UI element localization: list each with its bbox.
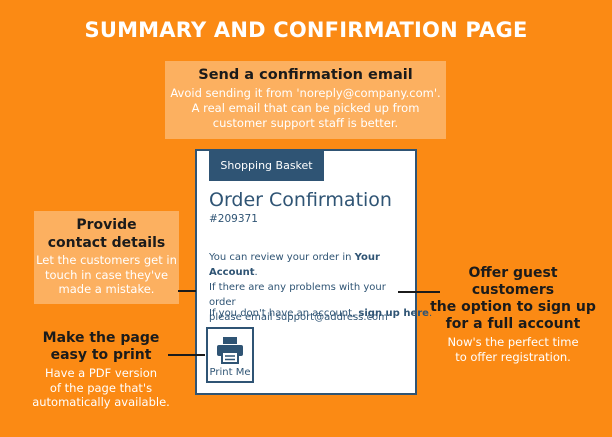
callout-easy-print: Make the page easy to print Have a PDF v… <box>30 330 172 410</box>
callout-line: customer support staff is better. <box>212 116 399 130</box>
print-me-button[interactable]: Print Me <box>206 327 254 383</box>
problems-line: If there are any problems with your orde… <box>209 282 386 308</box>
connector-line <box>398 291 440 293</box>
order-number: #209371 <box>209 213 258 225</box>
callout-body: Let the customers get in touch in case t… <box>34 253 179 297</box>
callout-heading-line: Offer guest customers <box>468 265 558 298</box>
review-suffix: . <box>254 267 258 278</box>
callout-contact-details: Provide contact details Let the customer… <box>34 211 179 304</box>
signup-suffix: . <box>428 308 433 319</box>
callout-heading-line: Make the page <box>42 330 160 346</box>
callout-line: Have a PDF version <box>44 366 158 380</box>
signup-text: If you don't have an account, sign up he… <box>209 308 432 319</box>
callout-confirmation-email: Send a confirmation email Avoid sending … <box>165 61 446 139</box>
print-label: Print Me <box>209 367 251 378</box>
order-confirmation-card: Shopping Basket Order Confirmation #2093… <box>195 149 432 395</box>
callout-heading: Make the page easy to print <box>30 330 172 364</box>
callout-heading: Send a confirmation email <box>198 67 413 83</box>
page-title: SUMMARY AND CONFIRMATION PAGE <box>84 18 528 42</box>
callout-heading-line: Provide <box>76 217 137 233</box>
support-email-line: please email support@address.com <box>209 312 388 323</box>
sign-up-link[interactable]: sign up here <box>358 308 429 319</box>
callout-line: Avoid sending it from 'noreply@company.c… <box>170 86 441 100</box>
printer-icon <box>217 337 243 364</box>
callout-line: A real email that can be picked up from <box>191 101 420 115</box>
callout-guest-signup: Offer guest customers the option to sign… <box>428 265 598 364</box>
order-title: Order Confirmation <box>209 189 392 211</box>
callout-heading: Provide contact details <box>34 216 179 252</box>
callout-heading-line: for a full account <box>445 316 581 332</box>
callout-heading-line: easy to print <box>50 347 152 363</box>
callout-line: touch in case they've <box>44 267 169 282</box>
callout-line: Let the customers get in <box>36 253 177 267</box>
callout-heading: Offer guest customers the option to sign… <box>428 265 598 333</box>
callout-line: automatically available. <box>32 395 170 409</box>
callout-body: Avoid sending it from 'noreply@company.c… <box>165 86 446 131</box>
connector-line <box>168 354 205 356</box>
callout-line: made a mistake. <box>58 282 155 296</box>
callout-body: Have a PDF version of the page that's au… <box>30 366 172 410</box>
review-prefix: You can review your order in <box>209 252 355 263</box>
connector-line <box>178 290 196 292</box>
callout-heading-line: the option to sign up <box>430 299 596 315</box>
callout-body: Now's the perfect time to offer registra… <box>428 335 598 364</box>
callout-line: of the page that's <box>49 380 153 395</box>
signup-prefix: If you don't have an account, <box>209 308 359 319</box>
review-text: You can review your order in Your Accoun… <box>209 250 414 325</box>
callout-line: to offer registration. <box>455 349 571 364</box>
tab-shopping-basket[interactable]: Shopping Basket <box>209 151 324 181</box>
callout-heading-line: contact details <box>47 235 166 251</box>
callout-line: Now's the perfect time <box>447 335 579 349</box>
your-account-link[interactable]: Your Account <box>209 252 380 278</box>
